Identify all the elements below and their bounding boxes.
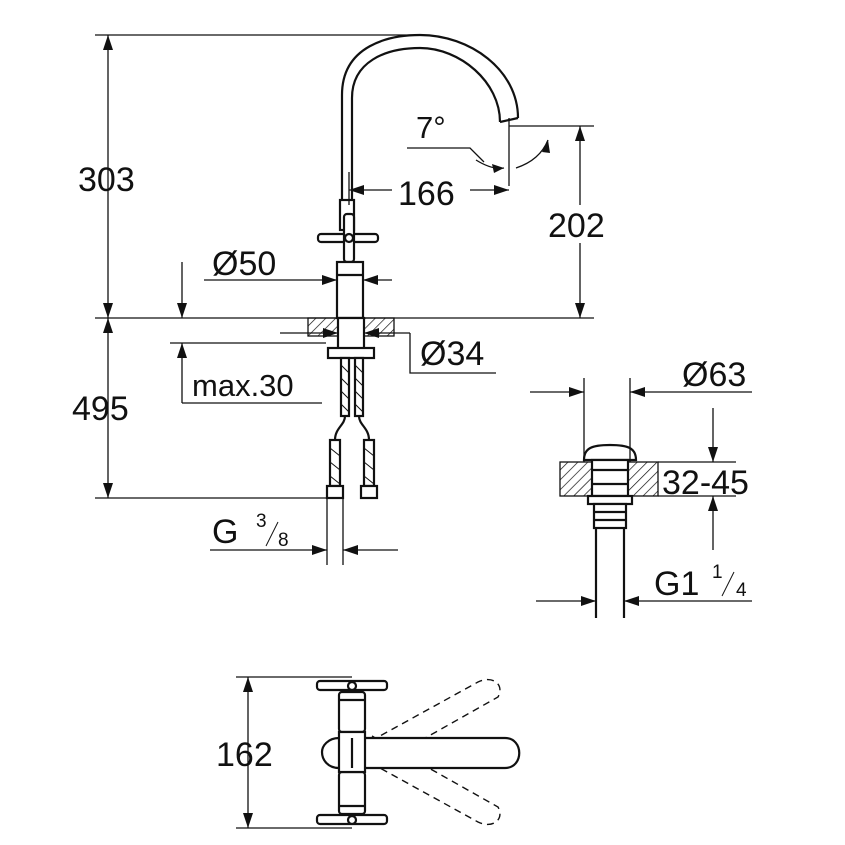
spout-inner (350, 46, 502, 205)
label-303: 303 (78, 161, 135, 199)
spout-top (344, 736, 521, 770)
top-base (320, 736, 340, 770)
dim-max-30: max.30 (170, 262, 326, 404)
label-495: 495 (72, 390, 129, 428)
label-diam-34: Ø34 (420, 335, 484, 373)
waste-cap (582, 443, 638, 462)
dim-length-495: 495 (72, 318, 330, 499)
spout-swing-up (359, 678, 501, 769)
dim-reach-166: 166 (348, 172, 509, 213)
label-max-30: max.30 (192, 368, 294, 403)
dim-base-50: Ø50 (204, 245, 392, 285)
cross-handle (316, 212, 380, 264)
label-g1-den: 4 (736, 580, 747, 601)
dim-height-303: 303 (78, 34, 594, 319)
waste-nut (586, 494, 634, 506)
label-g1-num: 1 (712, 562, 723, 583)
faucet-front-view (307, 33, 520, 500)
dim-waste-32-45: 32-45 (658, 408, 749, 550)
label-32-45: 32-45 (662, 464, 749, 502)
label-202: 202 (548, 207, 605, 245)
waste-counter-right (627, 461, 659, 497)
faucet-top-view (315, 678, 521, 826)
label-162: 162 (216, 736, 273, 774)
label-7-degree: 7° (416, 110, 446, 145)
label-diam-63: Ø63 (682, 356, 746, 394)
dim-hole-34: Ø34 (280, 328, 496, 374)
dim-angle-7: 7° (407, 110, 594, 186)
label-166: 166 (398, 175, 455, 213)
top-handle-upper (315, 679, 389, 692)
mounting-nut (326, 346, 376, 360)
dim-span-162: 162 (216, 676, 352, 829)
dim-connection-g38: G 3 8 (210, 498, 398, 565)
label-g1: G1 (654, 565, 699, 603)
spout-swing-down (359, 735, 501, 826)
dim-outlet-202: 202 (548, 126, 605, 318)
label-g-num: 3 (256, 511, 267, 532)
label-diam-50: Ø50 (212, 245, 276, 283)
valve-body-upper (337, 690, 367, 734)
dim-waste-63: Ø63 (530, 356, 752, 462)
flex-hoses (325, 356, 379, 500)
valve-body-lower (337, 770, 367, 816)
label-g-den: 8 (278, 530, 289, 551)
faucet-lower-body (335, 260, 365, 320)
waste-counter-left (559, 461, 593, 497)
mounting-shank (336, 316, 366, 352)
waste-valve (559, 443, 659, 618)
label-g: G (212, 513, 238, 551)
top-handle-lower (315, 813, 389, 826)
dim-waste-thread: G1 1 4 (536, 562, 752, 606)
